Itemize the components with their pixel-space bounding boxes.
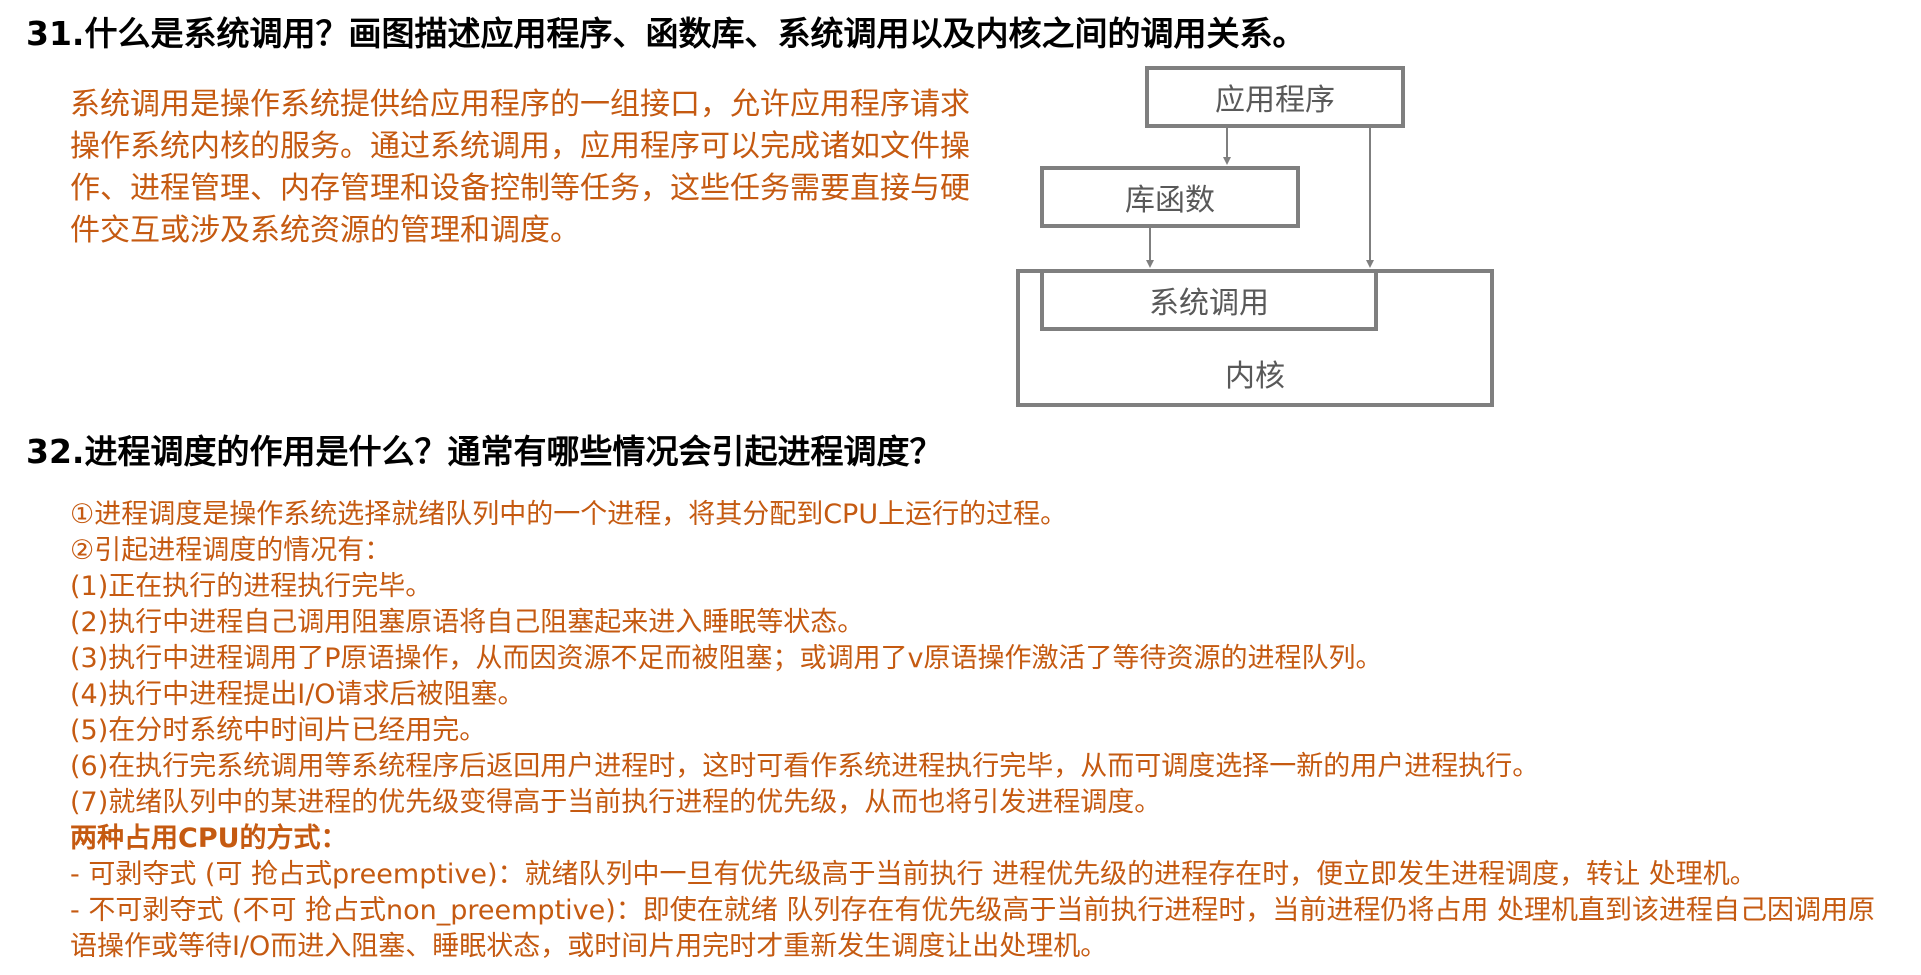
library-function-box: 库函数	[1040, 166, 1300, 228]
question-32-answer: ①进程调度是操作系统选择就绪队列中的一个进程，将其分配到CPU上运行的过程。 ②…	[70, 497, 1900, 965]
question-31-heading: 31.什么是系统调用？画图描述应用程序、函数库、系统调用以及内核之间的调用关系。	[26, 14, 1306, 53]
application-box: 应用程序	[1145, 66, 1405, 128]
diagram-arrows	[1146, 128, 1374, 268]
question-31-answer: 系统调用是操作系统提供给应用程序的一组接口，允许应用程序请求操作系统内核的服务。…	[70, 87, 970, 248]
system-call-label: 系统调用	[1149, 286, 1269, 321]
kernel-label: 内核	[1225, 359, 1285, 394]
cpu-occupation-modes-heading: 两种占用CPU的方式：	[70, 823, 348, 854]
answer-line-cause-5: (5)在分时系统中时间片已经用完。	[70, 715, 487, 746]
call-relationship-diagram: 内核 系统调用 应用程序 库函数	[1010, 60, 1510, 420]
answer-line-cause-6: (6)在执行完系统调用等系统程序后返回用户进程时，这时可看作系统进程执行完毕，从…	[70, 751, 1540, 782]
answer-line-cause-4: (4)执行中进程提出I/O请求后被阻塞。	[70, 679, 525, 710]
answer-line-cause-3: (3)执行中进程调用了P原语操作，从而因资源不足而被阻塞；或调用了v原语操作激活…	[70, 643, 1383, 674]
answer-line-definition: ①进程调度是操作系统选择就绪队列中的一个进程，将其分配到CPU上运行的过程。	[70, 499, 1068, 530]
non-preemptive-mode: - 不可剥夺式 (不可 抢占式non_preemptive)：即使在就绪 队列存…	[70, 895, 1875, 962]
library-function-label: 库函数	[1125, 183, 1215, 218]
answer-line-cause-1: (1)正在执行的进程执行完毕。	[70, 571, 433, 602]
answer-line-cause-7: (7)就绪队列中的某进程的优先级变得高于当前执行进程的优先级，从而也将引发进程调…	[70, 787, 1162, 818]
answer-line-causes-intro: ②引起进程调度的情况有：	[70, 535, 392, 566]
answer-line-cause-2: (2)执行中进程自己调用阻塞原语将自己阻塞起来进入睡眠等状态。	[70, 607, 865, 638]
preemptive-mode: - 可剥夺式 (可 抢占式preemptive)：就绪队列中一旦有优先级高于当前…	[70, 859, 1757, 890]
application-label: 应用程序	[1215, 83, 1335, 118]
system-call-box: 系统调用	[1040, 269, 1378, 331]
question-32-heading: 32.进程调度的作用是什么？通常有哪些情况会引起进程调度？	[26, 432, 943, 471]
